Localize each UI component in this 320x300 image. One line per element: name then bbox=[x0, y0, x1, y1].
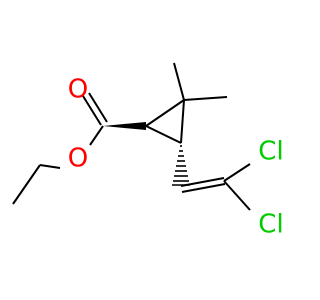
c-cl-bond-top bbox=[223, 163, 251, 182]
carbonyl-double-bond-a bbox=[82, 95, 102, 126]
ethyl-bond-ch2-ch3 bbox=[12, 164, 41, 205]
ring-bond-c3-c1 bbox=[145, 125, 182, 144]
ring-bond-c1-c2 bbox=[145, 99, 185, 127]
ester-bond-o-ch2 bbox=[39, 164, 61, 169]
c-cl-bond-bottom bbox=[223, 180, 251, 211]
vinyl-double-bond-b bbox=[181, 183, 226, 193]
hashed-bond-c3-vinyl bbox=[172, 145, 190, 186]
chlorine-top-label: Cl bbox=[258, 137, 283, 167]
oxygen-carbonyl-label: O bbox=[68, 75, 88, 105]
methyl-bond-right bbox=[183, 96, 228, 101]
oxygen-ester-label: O bbox=[68, 144, 88, 174]
carbonyl-double-bond-b bbox=[88, 92, 108, 123]
molecule-structure: O O Cl Cl bbox=[12, 62, 284, 240]
wedge-bond-c1-carbonyl bbox=[103, 122, 146, 130]
ring-bond-c2-c3 bbox=[180, 99, 185, 144]
chlorine-bottom-label: Cl bbox=[258, 210, 283, 240]
ester-bond-c-o bbox=[89, 125, 104, 146]
vinyl-double-bond-a bbox=[180, 177, 225, 187]
methyl-bond-left bbox=[173, 62, 185, 101]
